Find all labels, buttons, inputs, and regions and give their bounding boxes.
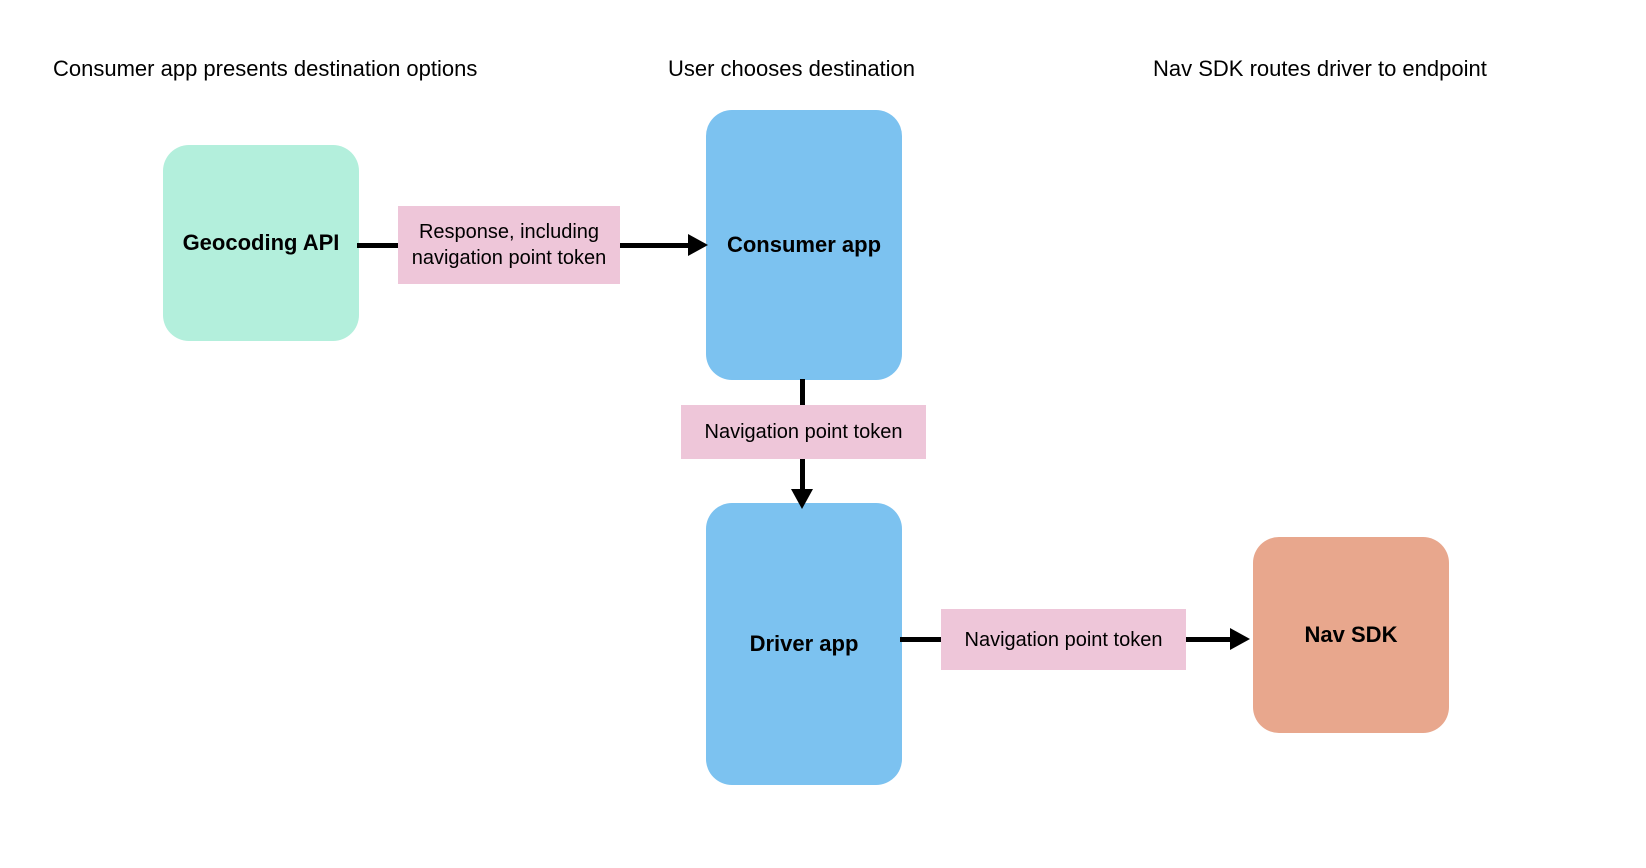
node-nav-sdk-label: Nav SDK: [1304, 622, 1398, 647]
edge-label-response-including-navigation-point-token: Response, including navigation point tok…: [398, 206, 620, 284]
edge-label-navigation-point-token-driver-to-nav-sdk: Navigation point token: [941, 609, 1186, 670]
edge-label-token-horizontal-text: Navigation point token: [964, 628, 1163, 651]
node-consumer-app-label: Consumer app: [726, 232, 882, 257]
node-consumer-app[interactable]: Consumer app: [706, 110, 902, 380]
connector-response-label-to-consumer-app: [618, 243, 690, 248]
edge-label-navigation-point-token-consumer-to-driver: Navigation point token: [681, 405, 926, 459]
node-geocoding-api-label: Geocoding API: [182, 230, 340, 255]
connector-token-label-to-nav-sdk: [1184, 637, 1232, 642]
connector-geocoding-to-response-label: [357, 243, 401, 248]
column-header-user-chooses: User chooses destination: [668, 56, 916, 81]
column-header-consumer-app-presents: Consumer app presents destination option…: [53, 56, 478, 81]
arrowhead-right-icon-to-consumer-app: [688, 234, 708, 256]
edge-label-token-vertical-text: Navigation point token: [704, 421, 903, 443]
column-header-nav-sdk-routes: Nav SDK routes driver to endpoint: [1153, 56, 1487, 81]
node-geocoding-api[interactable]: Geocoding API: [163, 145, 359, 341]
edge-label-response-text: Response, including navigation point tok…: [411, 221, 607, 269]
node-driver-app[interactable]: Driver app: [706, 503, 902, 785]
connector-driver-app-to-token-label: [900, 637, 945, 642]
arrowhead-right-icon-to-nav-sdk: [1230, 628, 1250, 650]
arrowhead-down-icon-to-driver-app: [791, 489, 813, 509]
node-nav-sdk[interactable]: Nav SDK: [1253, 537, 1449, 733]
node-driver-app-label: Driver app: [749, 631, 859, 656]
